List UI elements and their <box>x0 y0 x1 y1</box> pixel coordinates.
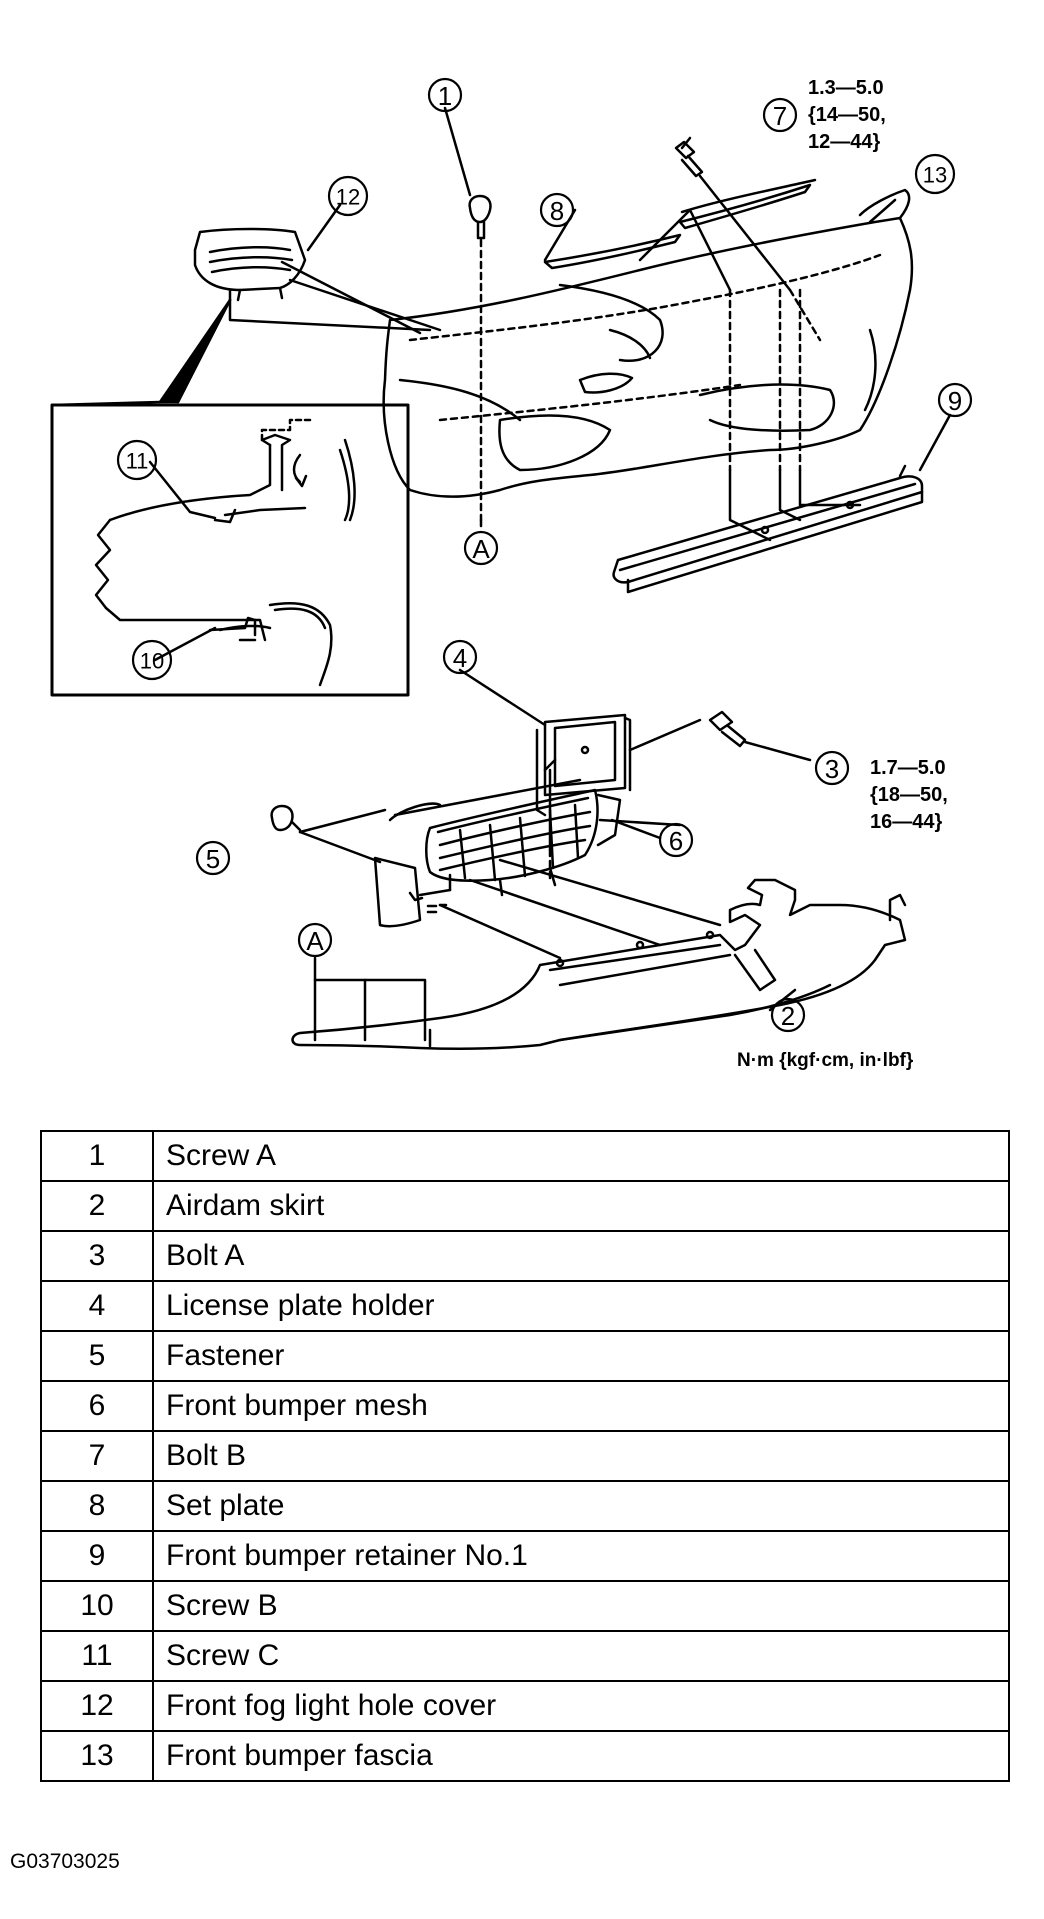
side-bracket <box>373 856 452 928</box>
front-bumper-mesh <box>388 778 682 897</box>
part-name: Screw C <box>152 1630 1010 1682</box>
callout-circles <box>116 77 973 1033</box>
retainer-guide-lines <box>728 288 802 472</box>
callout-4: 4 <box>453 643 467 673</box>
torque-bolt-b-line1: 1.3—5.0 <box>808 77 884 99</box>
front-bumper-fascia <box>382 188 914 498</box>
part-number: 11 <box>40 1630 154 1682</box>
torque-bolt-a-line2: {18—50, <box>870 784 948 806</box>
callout-5: 5 <box>206 844 220 874</box>
callout-a-bottom: A <box>306 926 324 956</box>
part-number: 2 <box>40 1180 154 1232</box>
front-bumper-retainer <box>612 464 924 594</box>
part-name: Screw A <box>152 1130 1010 1182</box>
part-name: Airdam skirt <box>152 1180 1010 1232</box>
exploded-bumper-diagram: 1 2 3 4 5 6 7 8 9 10 11 12 13 A A 1.3—5.… <box>50 77 973 1071</box>
bolt-a-part <box>708 710 812 762</box>
part-number: 1 <box>40 1130 154 1182</box>
torque-units: N·m {kgf·cm, in·lbf} <box>737 1050 914 1071</box>
fastener-part <box>270 804 387 864</box>
part-name: Front bumper fascia <box>152 1730 1010 1782</box>
part-number: 6 <box>40 1380 154 1432</box>
callout-a-top: A <box>472 534 490 564</box>
part-name: Front bumper retainer No.1 <box>152 1530 1010 1582</box>
part-number: 9 <box>40 1530 154 1582</box>
torque-bolt-b-line2: {14—50, <box>808 104 886 126</box>
part-name: Bolt A <box>152 1230 1010 1282</box>
callout-12: 12 <box>336 185 360 210</box>
torque-bolt-a-line1: 1.7—5.0 <box>870 757 946 779</box>
callout-6: 6 <box>669 826 683 856</box>
screw-a-part <box>468 194 492 528</box>
part-number: 5 <box>40 1330 154 1382</box>
bolt-b-part <box>674 140 822 342</box>
part-number: 8 <box>40 1480 154 1532</box>
front-fog-light-hole-cover <box>193 227 442 335</box>
part-number: 10 <box>40 1580 154 1632</box>
callout-10: 10 <box>140 649 164 674</box>
part-number: 7 <box>40 1430 154 1482</box>
retainer-leader-lines <box>638 208 862 542</box>
part-name: Set plate <box>152 1480 1010 1532</box>
callout-1: 1 <box>438 81 452 111</box>
part-name: Fastener <box>152 1330 1010 1382</box>
part-name: Bolt B <box>152 1430 1010 1482</box>
part-name: Front fog light hole cover <box>152 1680 1010 1732</box>
set-plate <box>543 178 817 270</box>
callout-11: 11 <box>126 449 149 474</box>
callout-8: 8 <box>550 196 564 226</box>
torque-bolt-a-line3: 16—44} <box>870 811 942 833</box>
callout-9: 9 <box>948 386 962 416</box>
callout-7: 7 <box>773 101 787 131</box>
part-name: Screw B <box>152 1580 1010 1632</box>
callout-13: 13 <box>923 163 947 188</box>
license-plate-holder <box>535 713 702 882</box>
figure-id: G03703025 <box>10 1850 120 1873</box>
airdam-skirt <box>291 858 907 1051</box>
part-name: Front bumper mesh <box>152 1380 1010 1432</box>
torque-bolt-b-line3: 12—44} <box>808 131 880 153</box>
part-number: 12 <box>40 1680 154 1732</box>
part-name: License plate holder <box>152 1280 1010 1332</box>
callout-3: 3 <box>825 754 839 784</box>
reference-a-lines <box>313 956 432 1048</box>
part-number: 3 <box>40 1230 154 1282</box>
detail-inset <box>50 298 410 697</box>
callout-2: 2 <box>781 1001 795 1031</box>
part-number: 4 <box>40 1280 154 1332</box>
part-number: 13 <box>40 1730 154 1782</box>
